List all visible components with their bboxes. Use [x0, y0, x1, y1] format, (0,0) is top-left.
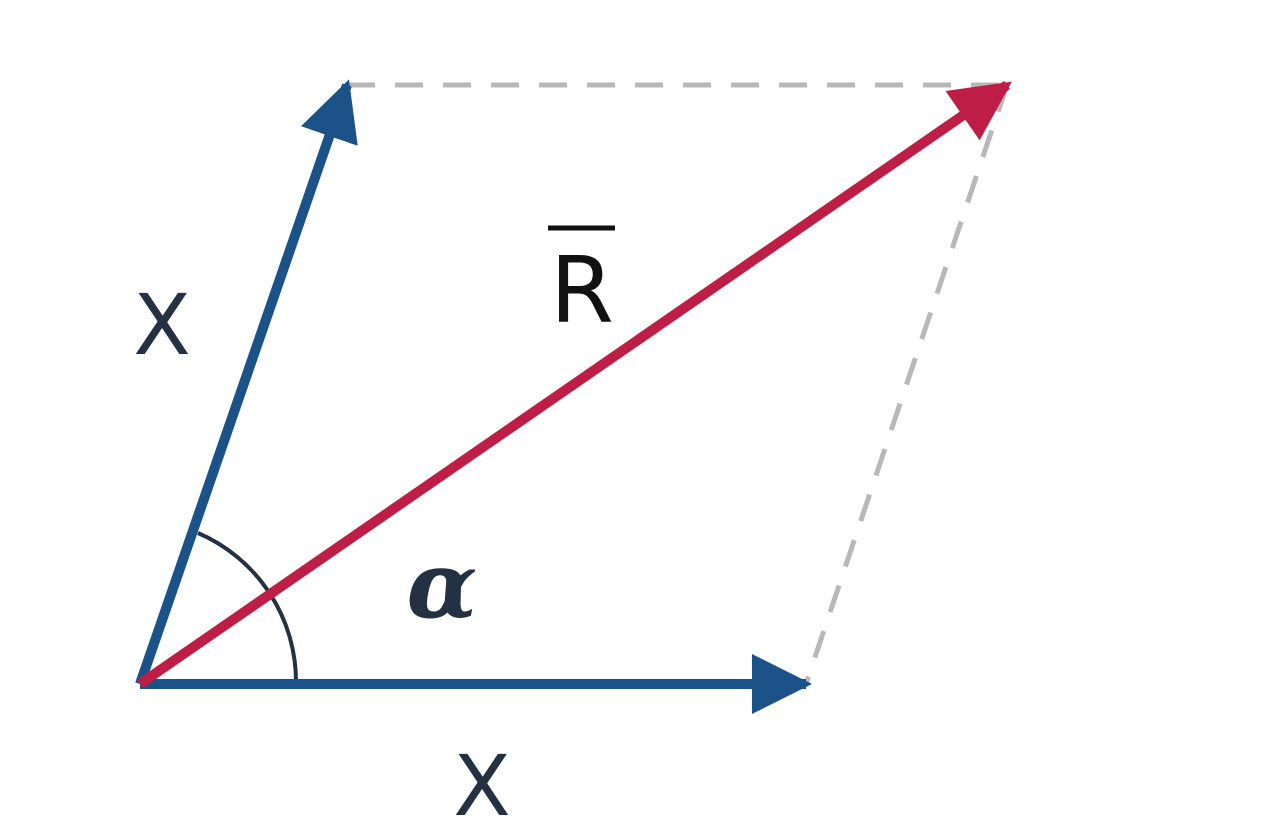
slanted-vector-arrow [135, 79, 358, 686]
slanted-vector-label: X [133, 276, 191, 374]
resultant-vector-arrow [137, 80, 1012, 689]
angle-label: α [407, 531, 478, 639]
right-guide-dashed-line [803, 84, 1010, 685]
horizontal-vector-label: X [453, 737, 511, 832]
resultant-label: R [550, 237, 614, 344]
